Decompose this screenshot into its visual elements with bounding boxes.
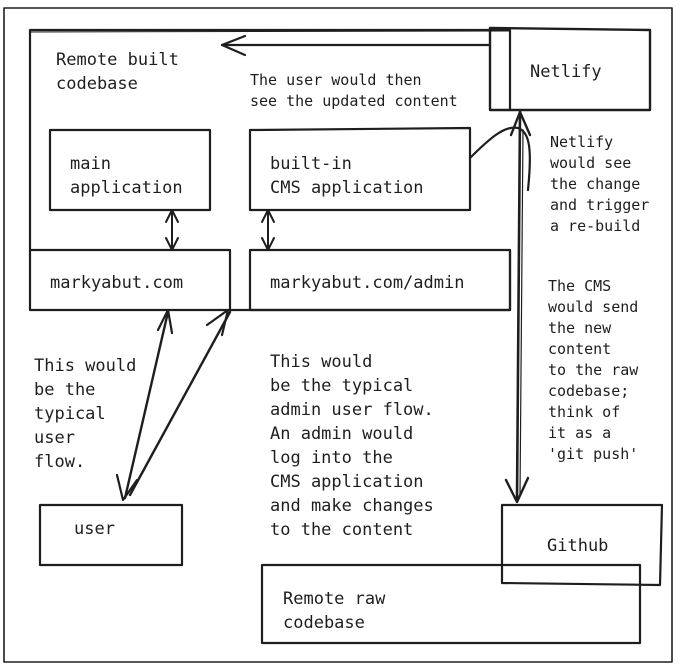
cms-push-note: The CMS would send the new content to th… bbox=[548, 277, 639, 463]
main-app-label: main application bbox=[70, 154, 183, 198]
outer-frame bbox=[3, 7, 673, 663]
netlify-rebuild-note: Netlify would see the change and trigger… bbox=[550, 133, 650, 235]
arrow-cms-admin-heads bbox=[261, 209, 275, 251]
remote-built-container-sketch bbox=[30, 30, 510, 33]
netlify-box bbox=[488, 26, 652, 112]
arrow-site-user-b bbox=[128, 310, 232, 497]
user-flow-note: This would be the typical user flow. bbox=[34, 356, 137, 472]
arrow-netlify-github bbox=[515, 110, 522, 502]
admin-flow-note: This would be the typical admin user flo… bbox=[270, 352, 434, 540]
site-box bbox=[28, 248, 232, 312]
site-label: markyabut.com bbox=[50, 273, 184, 293]
github-box bbox=[500, 503, 664, 587]
curve-cms-to-git bbox=[468, 126, 531, 192]
arrow-netlify-github-heads bbox=[504, 110, 532, 504]
cms-app-box bbox=[248, 126, 472, 212]
cms-app-label: built-in CMS application bbox=[270, 154, 424, 198]
netlify-label: Netlify bbox=[530, 62, 602, 82]
user-label: user bbox=[74, 519, 115, 539]
user-box bbox=[38, 503, 184, 567]
remote-raw-label: Remote raw codebase bbox=[283, 589, 386, 633]
updated-content-note: The user would then see the updated cont… bbox=[250, 71, 458, 110]
github-label: Github bbox=[547, 536, 609, 556]
arrow-netlify-to-remote-built-head bbox=[220, 34, 247, 57]
arrow-site-user-a-heads bbox=[115, 308, 174, 502]
admin-box bbox=[248, 248, 512, 312]
arrow-netlify-github-sketch bbox=[519, 129, 524, 496]
arrow-main-app-site-heads bbox=[165, 209, 179, 251]
arrow-site-user-a bbox=[123, 310, 170, 500]
remote-built-label: Remote built codebase bbox=[56, 50, 179, 94]
admin-label: markyabut.com/admin bbox=[270, 273, 465, 293]
arrow-site-user-b-heads bbox=[205, 308, 230, 337]
remote-raw-box bbox=[260, 563, 642, 645]
main-app-box bbox=[48, 128, 212, 212]
